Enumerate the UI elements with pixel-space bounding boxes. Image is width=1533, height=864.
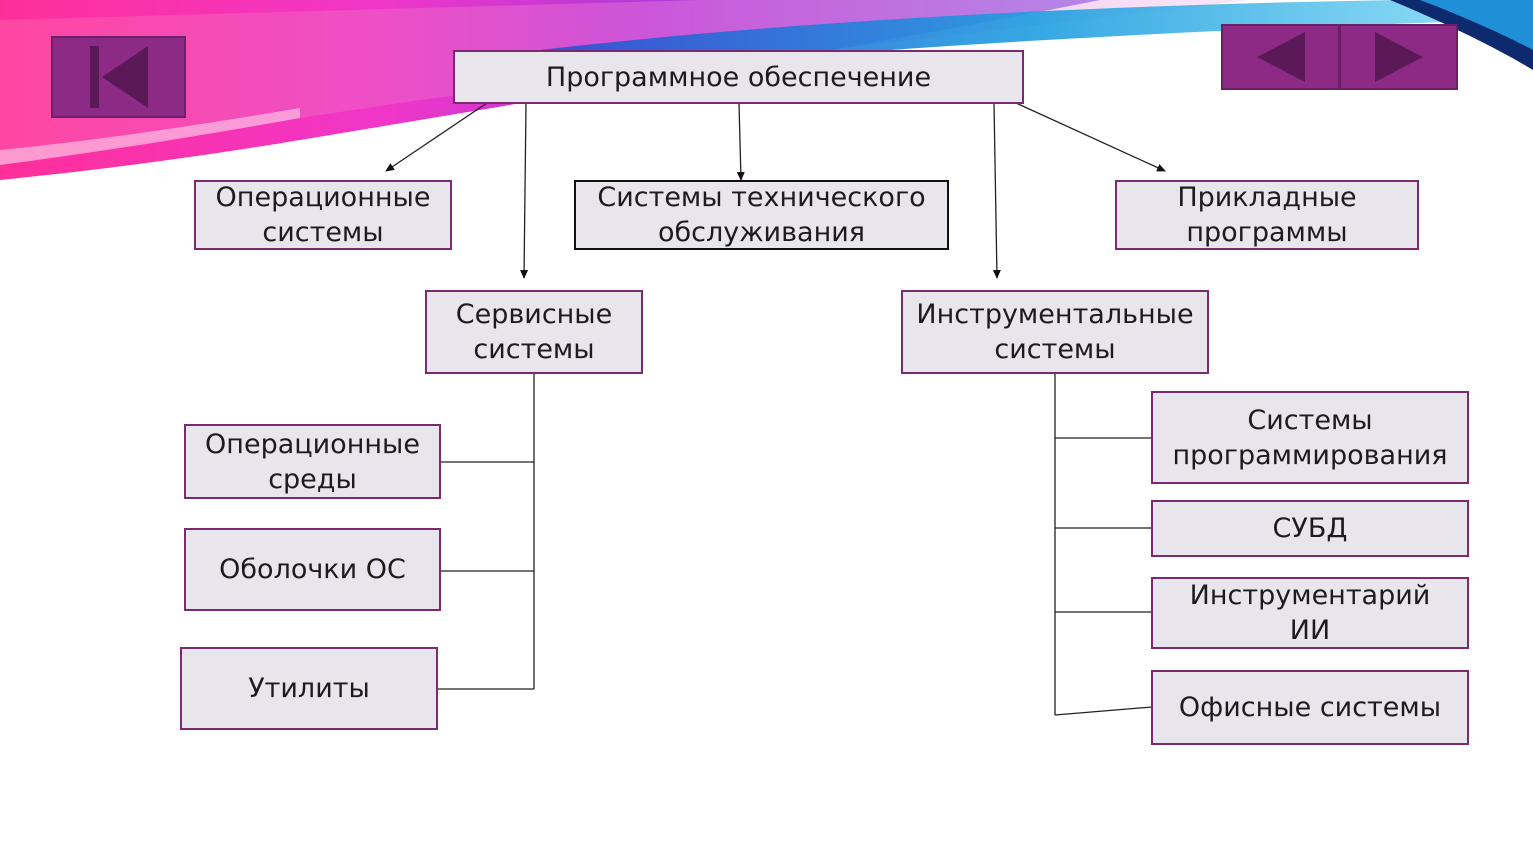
service-systems-line2: системы (473, 334, 595, 365)
ai-toolkit-line2: ИИ (1289, 615, 1331, 646)
next-slide-button[interactable] (1341, 26, 1456, 88)
operating-systems-line2: системы (262, 217, 384, 248)
dbms-node: СУБД (1151, 500, 1469, 557)
service-systems-line1: Сервисные (455, 299, 613, 330)
office-systems-node: Офисные системы (1151, 670, 1469, 745)
slide-navigation-group (1221, 24, 1458, 90)
operating-environments-line1: Операционные (205, 428, 420, 460)
skip-to-first-icon (89, 46, 148, 108)
os-shells-node: Оболочки ОС (184, 528, 441, 611)
dbms-label: СУБД (1272, 513, 1348, 544)
instrumental-systems-node: Инструментальные системы (901, 290, 1209, 374)
triangle-right-icon (1374, 32, 1423, 82)
utilities-node: Утилиты (180, 647, 438, 730)
maintenance-systems-line2: обслуживания (657, 217, 866, 248)
ai-toolkit-node: Инструментарий ИИ (1151, 577, 1469, 649)
triangle-left-icon (1256, 32, 1305, 82)
previous-slide-button[interactable] (1223, 26, 1338, 88)
nav-divider (1338, 26, 1341, 88)
instrumental-systems-line1: Инструментальные (916, 299, 1194, 330)
go-to-first-slide-button[interactable] (51, 36, 186, 118)
utilities-label: Утилиты (248, 673, 370, 704)
root-label: Программное обеспечение (545, 61, 932, 93)
root-software-node: Программное обеспечение (453, 50, 1024, 104)
ai-toolkit-line1: Инструментарий (1189, 580, 1431, 611)
applied-programs-line1: Прикладные (1177, 182, 1357, 213)
operating-environments-line2: среды (268, 463, 357, 495)
maintenance-systems-line1: Системы технического (597, 182, 926, 213)
programming-systems-node: Системы программирования (1151, 391, 1469, 484)
operating-systems-line1: Операционные (215, 182, 431, 213)
applied-programs-node: Прикладные программы (1115, 180, 1419, 250)
programming-systems-line2: программирования (1172, 439, 1448, 471)
os-shells-label: Оболочки ОС (219, 554, 406, 585)
operating-systems-node: Операционные системы (194, 180, 452, 250)
operating-environments-node: Операционные среды (184, 424, 441, 499)
office-systems-label: Офисные системы (1178, 692, 1442, 723)
applied-programs-line2: программы (1186, 217, 1348, 248)
instrumental-systems-line2: системы (994, 334, 1116, 365)
maintenance-systems-node: Системы технического обслуживания (574, 180, 949, 250)
programming-systems-line1: Системы (1247, 404, 1373, 436)
service-systems-node: Сервисные системы (425, 290, 643, 374)
